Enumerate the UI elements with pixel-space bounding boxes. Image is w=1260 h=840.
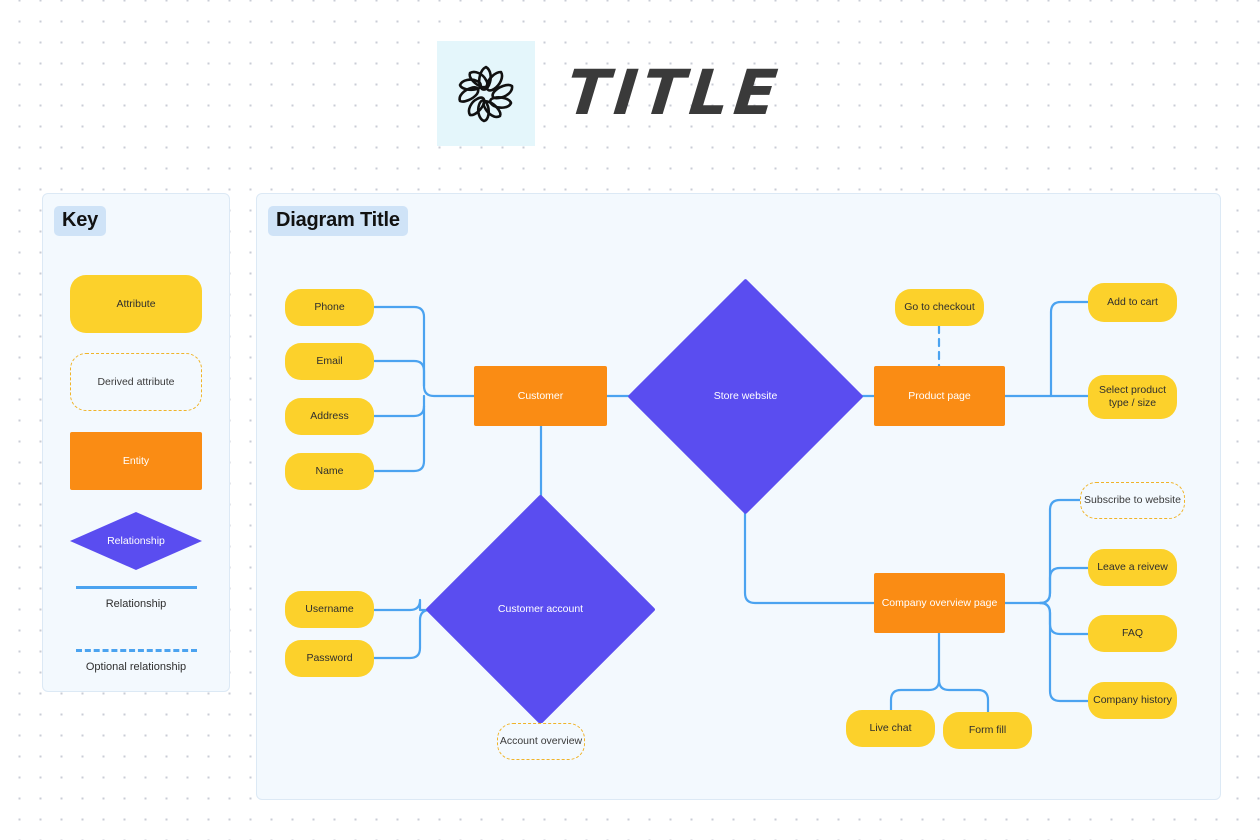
key-panel: Key Attribute Derived attribute Entity R… <box>42 193 230 692</box>
node-email[interactable]: Email <box>285 343 374 380</box>
node-email-label: Email <box>316 355 343 367</box>
node-subscribe-to-website[interactable]: Subscribe to website <box>1080 482 1185 519</box>
node-name[interactable]: Name <box>285 453 374 490</box>
node-product-page[interactable]: Product page <box>874 366 1005 426</box>
node-phone[interactable]: Phone <box>285 289 374 326</box>
node-form-fill[interactable]: Form fill <box>943 712 1032 749</box>
node-account-overview-label: Account overview <box>499 735 583 747</box>
node-form-fill-label: Form fill <box>968 724 1007 736</box>
diagram-panel-title[interactable]: Diagram Title <box>268 206 408 236</box>
flower-doodle-icon <box>449 57 523 131</box>
node-password-label: Password <box>306 652 353 664</box>
key-shape-attribute[interactable]: Attribute <box>70 275 202 333</box>
key-shape-attribute-label: Attribute <box>116 297 156 310</box>
node-store-website-label: Store website <box>713 390 778 402</box>
node-password[interactable]: Password <box>285 640 374 677</box>
node-live-chat-label: Live chat <box>869 722 912 734</box>
node-address[interactable]: Address <box>285 398 374 435</box>
node-customer[interactable]: Customer <box>474 366 607 426</box>
node-customer-account-label: Customer account <box>497 603 584 615</box>
node-company-overview-page-label: Company overview page <box>881 596 998 609</box>
node-select-product-type-label: Select product type / size <box>1098 384 1167 409</box>
key-shape-derived-attribute[interactable]: Derived attribute <box>70 353 202 411</box>
key-shape-entity[interactable]: Entity <box>70 432 202 490</box>
node-go-to-checkout[interactable]: Go to checkout <box>895 289 984 326</box>
key-shape-relationship[interactable]: Relationship <box>70 512 202 570</box>
node-phone-label: Phone <box>314 301 345 313</box>
key-line-solid <box>76 586 197 589</box>
node-address-label: Address <box>310 410 349 422</box>
node-add-to-cart-label: Add to cart <box>1107 296 1158 308</box>
node-subscribe-to-website-label: Subscribe to website <box>1084 494 1181 506</box>
node-username-label: Username <box>305 603 354 615</box>
node-customer-label: Customer <box>517 389 564 402</box>
node-leave-a-review[interactable]: Leave a reivew <box>1088 549 1177 586</box>
key-shape-entity-label: Entity <box>122 454 150 467</box>
key-shape-relationship-label: Relationship <box>107 534 165 547</box>
node-product-page-label: Product page <box>908 389 971 402</box>
key-panel-title[interactable]: Key <box>54 206 107 236</box>
node-customer-account[interactable]: Customer account <box>425 494 656 725</box>
node-store-website[interactable]: Store website <box>627 278 864 515</box>
key-shape-derived-attribute-label: Derived attribute <box>97 375 175 388</box>
node-company-history-label: Company history <box>1093 694 1172 706</box>
page-header: TITLE <box>437 41 817 146</box>
node-leave-a-review-label: Leave a reivew <box>1097 561 1168 573</box>
node-username[interactable]: Username <box>285 591 374 628</box>
node-faq[interactable]: FAQ <box>1088 615 1177 652</box>
key-line-solid-label: Relationship <box>105 598 167 610</box>
node-faq-label: FAQ <box>1121 627 1143 639</box>
node-go-to-checkout-label: Go to checkout <box>904 301 975 313</box>
logo-tile <box>437 41 535 146</box>
node-add-to-cart[interactable]: Add to cart <box>1088 283 1177 322</box>
page-title: TITLE <box>563 56 786 129</box>
node-company-history[interactable]: Company history <box>1088 682 1177 719</box>
node-account-overview[interactable]: Account overview <box>497 723 585 760</box>
key-line-dashed <box>76 649 197 652</box>
node-company-overview-page[interactable]: Company overview page <box>874 573 1005 633</box>
node-name-label: Name <box>315 465 344 477</box>
key-line-dashed-label: Optional relationship <box>85 661 187 673</box>
node-select-product-type[interactable]: Select product type / size <box>1088 375 1177 419</box>
node-live-chat[interactable]: Live chat <box>846 710 935 747</box>
